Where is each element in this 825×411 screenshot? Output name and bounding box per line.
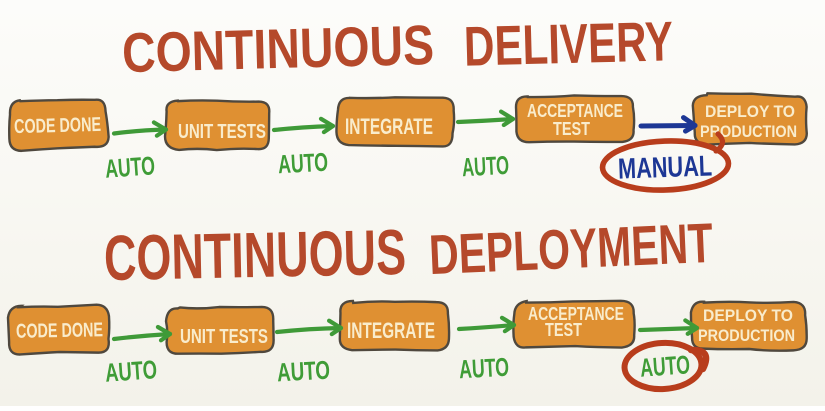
svg-text:CONTINUOUS: CONTINUOUS xyxy=(121,13,435,84)
svg-text:INTEGRATE: INTEGRATE xyxy=(347,318,435,343)
svg-text:PRODUCTION: PRODUCTION xyxy=(700,122,797,141)
svg-text:CODE DONE: CODE DONE xyxy=(14,114,102,138)
svg-text:AUTO: AUTO xyxy=(104,354,158,388)
svg-text:MANUAL: MANUAL xyxy=(618,150,713,185)
svg-text:DEPLOYMENT: DEPLOYMENT xyxy=(428,211,714,286)
svg-text:TEST: TEST xyxy=(553,119,590,139)
svg-text:CONTINUOUS: CONTINUOUS xyxy=(103,216,406,294)
svg-text:AUTO: AUTO xyxy=(461,150,510,182)
svg-text:TEST: TEST xyxy=(545,320,582,340)
svg-text:AUTO: AUTO xyxy=(458,352,510,385)
svg-text:ACCEPTANCE: ACCEPTANCE xyxy=(527,101,623,121)
svg-text:AUTO: AUTO xyxy=(104,150,156,183)
svg-text:UNIT TESTS: UNIT TESTS xyxy=(178,121,266,143)
svg-text:AUTO: AUTO xyxy=(277,147,329,180)
svg-text:CODE DONE: CODE DONE xyxy=(16,319,103,343)
svg-text:INTEGRATE: INTEGRATE xyxy=(345,114,433,139)
svg-text:ACCEPTANCE: ACCEPTANCE xyxy=(528,304,624,324)
svg-text:PRODUCTION: PRODUCTION xyxy=(698,326,795,345)
svg-text:AUTO: AUTO xyxy=(276,355,330,388)
svg-text:DELIVERY: DELIVERY xyxy=(463,9,674,77)
svg-text:DEPLOY TO: DEPLOY TO xyxy=(705,102,795,121)
svg-text:DEPLOY TO: DEPLOY TO xyxy=(703,306,793,325)
svg-text:UNIT TESTS: UNIT TESTS xyxy=(180,326,268,348)
svg-text:AUTO: AUTO xyxy=(639,349,691,382)
